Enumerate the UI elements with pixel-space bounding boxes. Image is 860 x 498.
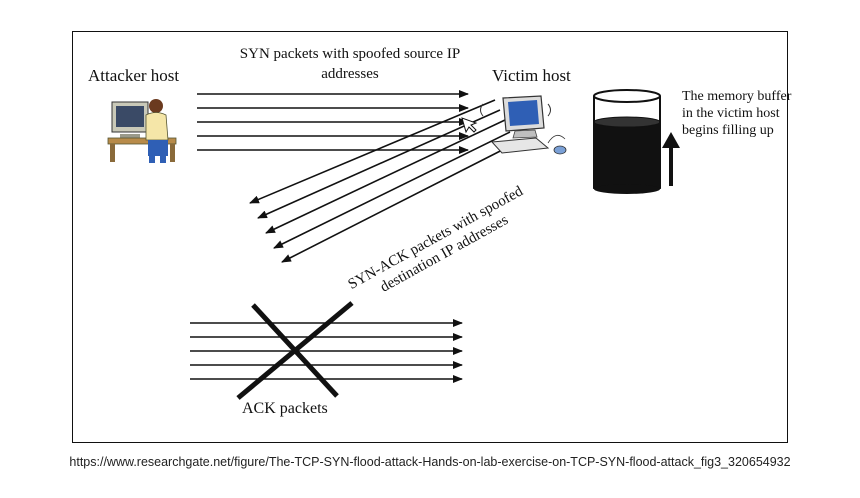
syn-arrows — [197, 90, 469, 154]
source-url: https://www.researchgate.net/figure/The-… — [69, 455, 791, 469]
syn-label-line2: addresses — [321, 66, 379, 82]
synack-arrow — [265, 119, 506, 234]
memory-label-line2: in the victim host — [682, 106, 780, 121]
victim-computer-icon — [461, 95, 567, 155]
synack-arrow — [249, 99, 496, 204]
ack-arrows — [190, 319, 463, 383]
synack-arrows — [249, 99, 517, 263]
synack-arrow — [281, 142, 517, 263]
memory-buffer-fill-top — [593, 116, 661, 128]
syn-packets-label: SYN packets with spoofed source IP addre… — [200, 44, 500, 84]
attacker-computer-icon — [107, 99, 177, 163]
victim-host-label: Victim host — [492, 66, 571, 85]
syn-label-line1: SYN packets with spoofed source IP — [239, 46, 461, 62]
figure-frame — [72, 31, 788, 443]
ack-packets-label: ACK packets — [242, 400, 328, 417]
memory-buffer-label: The memory buffer in the victim host beg… — [682, 88, 791, 139]
memory-buffer-fill — [594, 122, 660, 189]
memory-label-line1: The memory buffer — [682, 89, 792, 104]
up-arrow-icon — [662, 132, 680, 186]
cross-out-icon — [236, 301, 354, 400]
synack-arrow — [273, 131, 511, 249]
memory-label-line3: begins filling up — [682, 123, 774, 138]
synack-arrow — [257, 109, 501, 219]
memory-buffer-icon — [593, 89, 661, 194]
attacker-host-label: Attacker host — [88, 66, 180, 85]
